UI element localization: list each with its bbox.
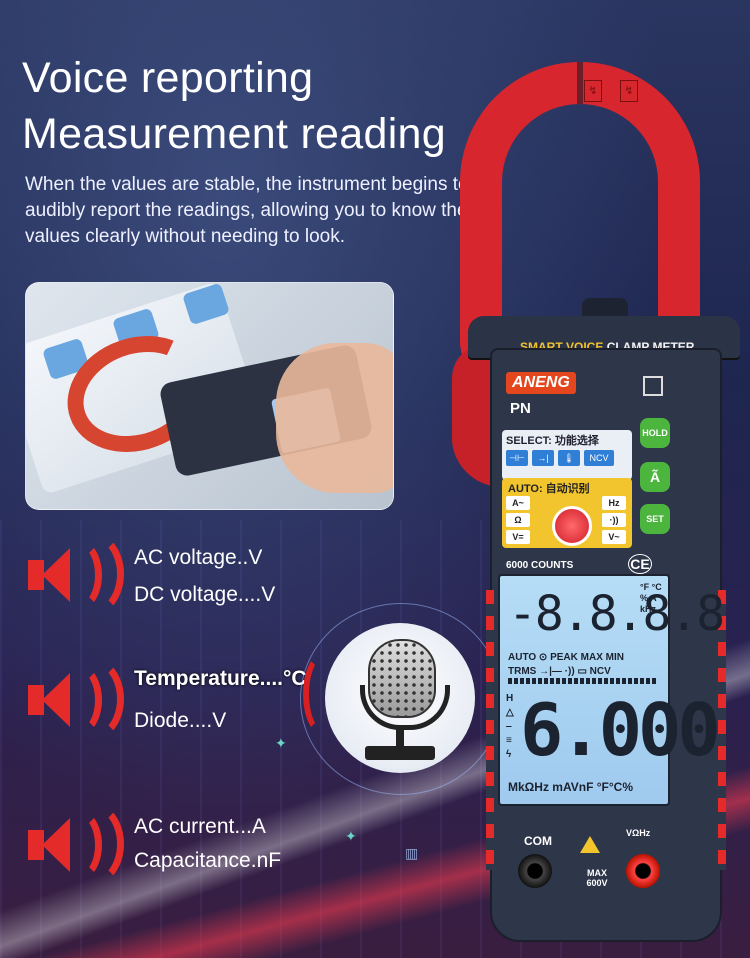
microphone-icon (368, 639, 436, 718)
mode-hz: Hz (602, 496, 626, 510)
lcd-secondary-digits: -8.8.8.8 (508, 586, 725, 642)
chart-deco-icon: ▥ (405, 845, 419, 861)
feature-ac-current: AC current...A (134, 815, 266, 838)
mic-base (365, 746, 435, 760)
speaker-icon (28, 532, 124, 616)
feature-capacitance: Capacitance.nF (134, 849, 282, 872)
mode-dc-voltage: V= (506, 530, 530, 544)
counts-label: 6000 COUNTS (506, 560, 574, 571)
warning-icon (580, 836, 600, 853)
diode-icon: →| (532, 450, 554, 466)
lcd-units-row: MkΩHz mAVnF °F°C% (508, 780, 633, 794)
mic-stand (396, 728, 404, 748)
select-label: SELECT: 功能选择 (506, 435, 599, 447)
meter-knob (582, 298, 628, 320)
power-button[interactable] (552, 506, 592, 546)
lcd-indicator-row: TRMS →|— ·)) ▭ NCV (508, 666, 611, 677)
max-voltage-label: MAX 600V (586, 868, 608, 888)
sound-wave-left (303, 653, 343, 735)
lcd-mode-row: AUTO ⊙ PEAK MAX MIN (508, 652, 624, 663)
grip-stripe (718, 590, 726, 870)
clamp-meter: SMART VOICE CLAMP METER ANENG PN SELECT:… (468, 298, 740, 942)
microphone-graphic (300, 603, 505, 795)
mode-ohm: Ω (506, 513, 530, 527)
mode-continuity: ·)) (602, 513, 626, 527)
page-title: Voice reporting Measurement reading (22, 50, 446, 162)
com-jack[interactable] (518, 854, 552, 888)
feature-dc-voltage: DC voltage....V (134, 583, 276, 606)
hand-shape (276, 343, 393, 493)
grip-stripe (486, 590, 494, 870)
a-button[interactable]: Ã (640, 462, 670, 492)
lcd-main-digits: 6.000 (520, 688, 721, 772)
lcd-left-symbols: H △ ‒ ≡ ϟ (506, 693, 514, 760)
lcd-bargraph (508, 678, 658, 684)
auto-label: AUTO: 自动识别 (508, 483, 590, 495)
double-insulation-icon (643, 376, 663, 396)
feature-ac-voltage: AC voltage..V (134, 546, 263, 569)
speaker-icon (28, 802, 124, 886)
com-label: COM (524, 834, 552, 848)
sparkle-icon: ✦ (345, 828, 357, 844)
jaw-mark-icon: ↯ (584, 80, 602, 102)
set-button[interactable]: SET (640, 504, 670, 534)
sparkle-icon: ✦ (275, 735, 287, 751)
mode-ac-current: A~ (506, 496, 530, 510)
lcd-display: -8.8.8.8 °F °C % A kHz AUTO ⊙ PEAK MAX M… (498, 574, 725, 806)
hold-button[interactable]: HOLD (640, 418, 670, 448)
capacitor-icon: ⊣⊢ (506, 450, 528, 466)
auto-panel: AUTO: 自动识别 A~ Hz Ω ·)) V= V~ (502, 478, 632, 548)
usage-photo (25, 282, 394, 510)
feature-temperature: Temperature....°C (134, 667, 307, 690)
thermometer-icon: 🌡 (558, 450, 580, 466)
feature-diode: Diode....V (134, 709, 227, 732)
brand-logo: ANENG (506, 372, 576, 394)
description-text: When the values are stable, the instrume… (25, 174, 469, 247)
title-line-1: Voice reporting (22, 54, 314, 102)
title-line-2: Measurement reading (22, 110, 446, 158)
mode-ac-voltage: V~ (602, 530, 626, 544)
vohz-label: VΩHz (626, 828, 651, 838)
speaker-icon (28, 657, 124, 741)
model-label: PN (510, 400, 531, 417)
ce-mark: CE (628, 554, 652, 574)
voltage-jack[interactable] (626, 854, 660, 888)
lcd-secondary-units: °F °C % A kHz (640, 582, 662, 614)
jaw-mark-icon: ↯ (620, 80, 638, 102)
select-panel: SELECT: 功能选择 ⊣⊢ →| 🌡 NCV (502, 430, 632, 480)
ncv-icon: NCV (584, 450, 614, 466)
